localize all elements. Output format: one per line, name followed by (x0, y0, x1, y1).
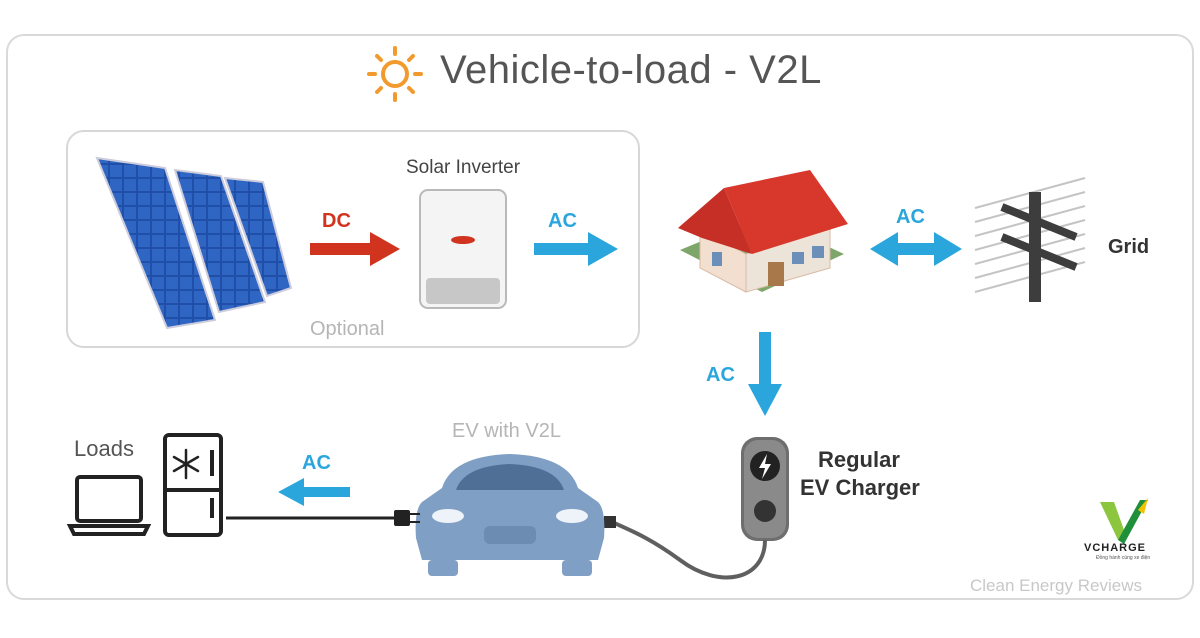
page-title: Vehicle-to-load - V2L (440, 48, 822, 92)
dc-arrow-icon (310, 232, 400, 266)
grid-pole-icon (974, 177, 1086, 302)
loads-label: Loads (74, 436, 134, 461)
optional-solar-group (66, 130, 640, 348)
house-icon (678, 170, 848, 293)
ac-loads-label: AC (302, 452, 331, 474)
credit-label: Clean Energy Reviews (970, 576, 1142, 595)
charger-label-line1: Regular (818, 447, 900, 472)
ac-bidirectional-arrow-icon (870, 232, 962, 266)
laptop-icon (66, 475, 152, 536)
optional-label: Optional (310, 318, 385, 340)
logo-tagline: Đồng hành cùng xe điện (1096, 555, 1151, 561)
ev-charger-icon (741, 437, 789, 541)
solar-inverter-label: Solar Inverter (406, 157, 521, 178)
ac-arrow-left-icon (278, 478, 350, 506)
solar-panel-icon (95, 156, 293, 330)
sun-icon (367, 46, 423, 102)
ac-down-label: AC (706, 364, 735, 386)
refrigerator-icon (163, 433, 223, 537)
ac-inverter-label: AC (548, 210, 577, 232)
vcharge-logo-icon (1100, 498, 1148, 544)
ev-car-icon (415, 454, 605, 576)
inverter-icon (419, 189, 507, 309)
grid-label: Grid (1108, 236, 1150, 258)
logo-text: VCHARGE (1084, 542, 1147, 554)
ac-grid-label: AC (896, 206, 925, 228)
v2l-cable (226, 510, 420, 526)
charger-label-line2: EV Charger (800, 475, 920, 500)
ac-arrow-down-icon (748, 332, 782, 416)
charging-cable (604, 516, 767, 580)
ev-with-v2l-label: EV with V2L (452, 420, 561, 442)
ac-arrow-right-icon (534, 232, 618, 266)
dc-label: DC (322, 210, 351, 232)
